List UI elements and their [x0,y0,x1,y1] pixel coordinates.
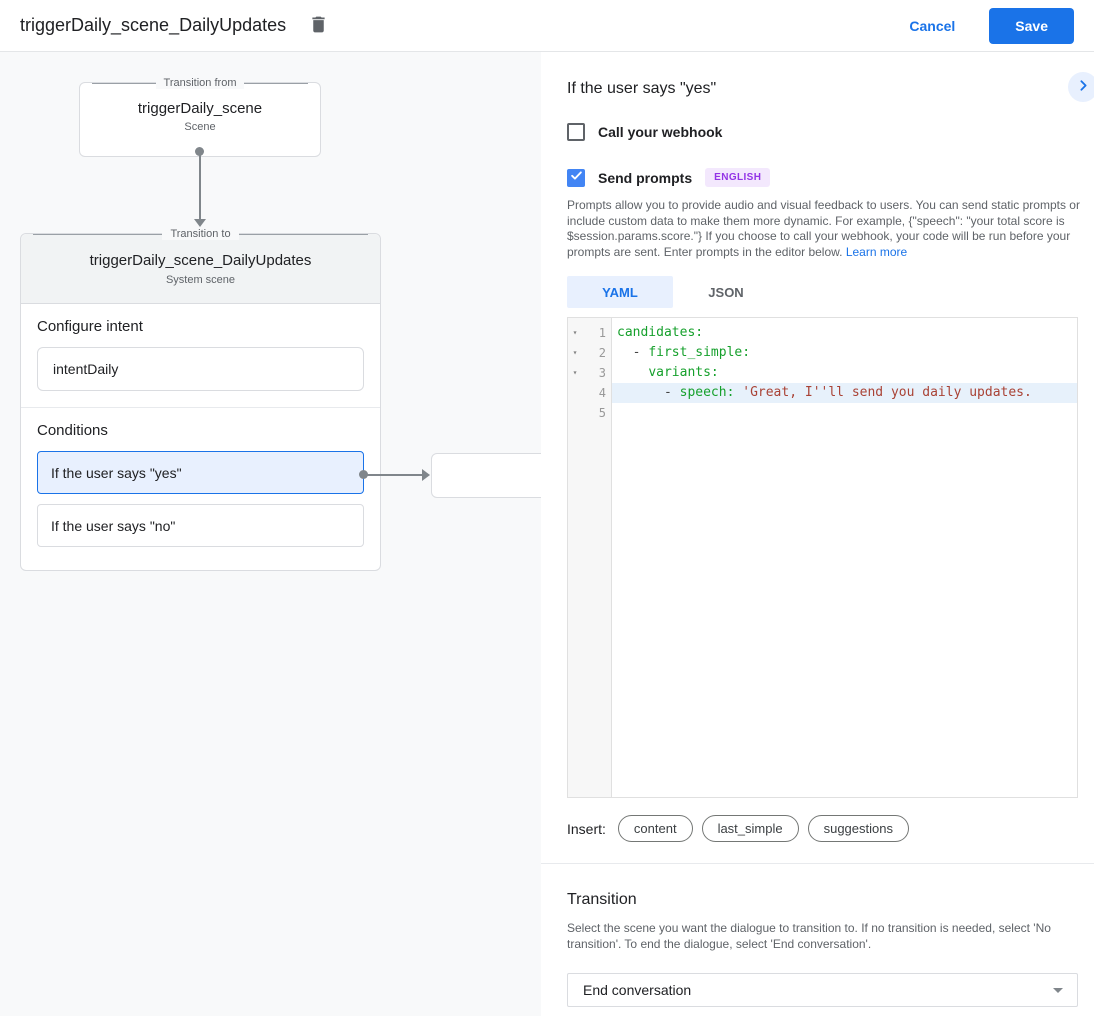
transition-section-title: Transition [567,891,637,908]
top-bar: triggerDaily_scene_DailyUpdates Cancel S… [0,0,1094,52]
line-number: 4 [598,386,606,400]
editor-format-tabs: YAML JSON [567,276,1078,308]
checkmark-icon [569,168,584,188]
code-line-2: - first_simple: [612,343,1077,363]
page-title: triggerDaily_scene_DailyUpdates [20,15,287,35]
transition-select[interactable]: End conversation [567,973,1078,1007]
yaml-dash: - [617,345,649,360]
dropdown-caret-icon [1053,987,1063,993]
legend-line [238,233,368,235]
to-scene-name: triggerDaily_scene_DailyUpdates [89,252,312,269]
prompts-description: Prompts allow you to provide audio and v… [567,198,1087,260]
line-number: 2 [598,346,606,360]
line-number: 3 [598,366,606,380]
panel-title: If the user says "yes" [567,80,717,97]
yaml-key: candidates: [617,325,704,340]
condition-item-yes[interactable]: If the user says "yes" [37,451,364,494]
to-scene-header: triggerDaily_scene_DailyUpdates System s… [21,234,380,304]
insert-chip-content[interactable]: content [617,815,693,842]
tab-json[interactable]: JSON [708,284,744,300]
fold-toggle-icon[interactable]: ▾ [572,348,578,357]
condition-target-box[interactable] [431,453,541,498]
legend-line [244,82,309,84]
panel-divider [541,863,1094,864]
code-line-4-highlighted: - speech: 'Great, I''ll send you daily u… [612,383,1077,403]
yaml-key: first_simple: [648,345,751,360]
webhook-checkbox[interactable] [567,123,585,141]
language-badge: ENGLISH [705,168,771,187]
to-scene-body: Configure intent intentDaily Conditions … [21,304,380,547]
legend-line [92,82,156,84]
prompts-checkbox-label: Send prompts [598,169,693,186]
yaml-string: 'Great, I''ll send you daily updates. [742,385,1032,400]
trash-icon [308,14,329,38]
prompts-checkbox[interactable] [567,168,585,188]
from-scene-type: Scene [184,121,216,133]
line-number: 5 [598,406,606,420]
configure-intent-label: Configure intent [37,318,143,335]
scene-diagram-canvas: Transition from triggerDaily_scene Scene… [0,52,541,1016]
intent-field[interactable]: intentDaily [37,347,364,391]
intent-value: intentDaily [53,361,119,377]
insert-label: Insert: [567,820,606,837]
condition-yes-label: If the user says "yes" [51,464,182,481]
connector-dot [359,470,368,479]
connector-line [366,474,423,476]
insert-chips-row: Insert: content last_simple suggestions [567,815,1078,842]
gutter-row: 4 [568,383,611,403]
gutter-row: ▾ 2 [568,343,611,363]
gutter-row: ▾ 1 [568,323,611,343]
learn-more-link[interactable]: Learn more [845,244,908,259]
transition-from-legend: Transition from [80,75,320,91]
collapse-panel-button[interactable] [1068,72,1094,102]
transition-description: Select the scene you want the dialogue t… [567,921,1051,951]
chevron-right-icon [1075,77,1092,97]
save-button[interactable]: Save [989,7,1074,44]
legend-line [33,233,163,235]
delete-scene-button[interactable] [304,10,333,42]
insert-chip-last-simple[interactable]: last_simple [701,815,799,842]
editor-code-area[interactable]: candidates: - first_simple: variants: - … [612,318,1077,797]
code-line-5 [612,403,1077,423]
connector-arrowhead-right [422,469,430,481]
insert-chip-suggestions[interactable]: suggestions [807,815,909,842]
from-scene-name: triggerDaily_scene [137,100,263,117]
code-line-3: variants: [612,363,1077,383]
send-prompts-checkbox-row[interactable]: Send prompts ENGLISH [567,168,1078,187]
fold-toggle-icon[interactable]: ▾ [572,328,578,337]
transition-select-value: End conversation [583,982,692,998]
to-scene-type: System scene [165,274,236,286]
gutter-row: 5 [568,403,611,423]
gutter-row: ▾ 3 [568,363,611,383]
yaml-code-editor[interactable]: ▾ 1 ▾ 2 ▾ 3 4 5 [567,317,1078,798]
transition-to-scene-box: Transition to triggerDaily_scene_DailyUp… [20,228,381,571]
condition-item-no[interactable]: If the user says "no" [37,504,364,547]
transition-to-legend: Transition to [21,226,380,242]
prompts-description-text: Prompts allow you to provide audio and v… [567,198,1080,259]
condition-no-label: If the user says "no" [51,517,176,534]
connector-line [199,153,201,220]
transition-to-legend-text: Transition to [162,228,239,240]
webhook-checkbox-label: Call your webhook [598,124,723,140]
tab-yaml[interactable]: YAML [567,276,673,308]
condition-detail-panel: If the user says "yes" Call your webhook… [541,52,1094,1016]
yaml-key: variants: [648,365,719,380]
connector-arrowhead-down [194,219,206,227]
code-line-1: candidates: [612,323,1077,343]
call-webhook-checkbox-row[interactable]: Call your webhook [567,123,1078,141]
yaml-indent [617,365,648,380]
conditions-label: Conditions [37,422,108,439]
fold-toggle-icon[interactable]: ▾ [572,368,578,377]
yaml-key: speech: [679,385,735,400]
yaml-dash: - [617,385,680,400]
editor-gutter: ▾ 1 ▾ 2 ▾ 3 4 5 [568,318,612,797]
connector-dot [195,147,204,156]
section-divider [21,407,380,408]
transition-from-scene-box[interactable]: Transition from triggerDaily_scene Scene [79,77,321,157]
transition-from-legend-text: Transition from [155,77,245,89]
cancel-button[interactable]: Cancel [909,17,956,34]
line-number: 1 [598,326,606,340]
